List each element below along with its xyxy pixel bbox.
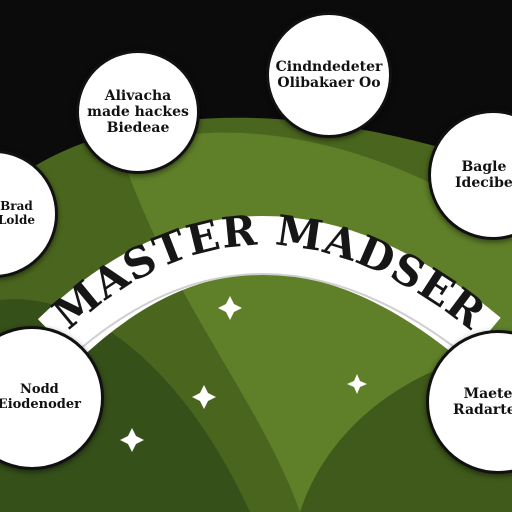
- node-label: Cindndedeter Olibakaer Oo: [275, 58, 383, 91]
- arc-band: [37, 216, 501, 363]
- node-label: Bagle Idecibe: [455, 158, 512, 191]
- sparkle-icon: [120, 428, 144, 452]
- sparkle-icon: [218, 296, 242, 320]
- sparkle-icon: [192, 385, 216, 409]
- node-label: Maete Radarter: [453, 385, 512, 418]
- node-label: Alivacha made hackes Biedeae: [87, 87, 189, 137]
- node-label: Brad Lolde: [0, 199, 35, 227]
- arc-band-edge: [57, 273, 483, 370]
- diagram-node-top-left: Alivacha made hackes Biedeae: [76, 50, 200, 174]
- diagram-node-top-center: Cindndedeter Olibakaer Oo: [266, 12, 392, 138]
- sparkle-icon: [347, 374, 367, 394]
- node-label: Nodd Eiodenoder: [0, 382, 81, 412]
